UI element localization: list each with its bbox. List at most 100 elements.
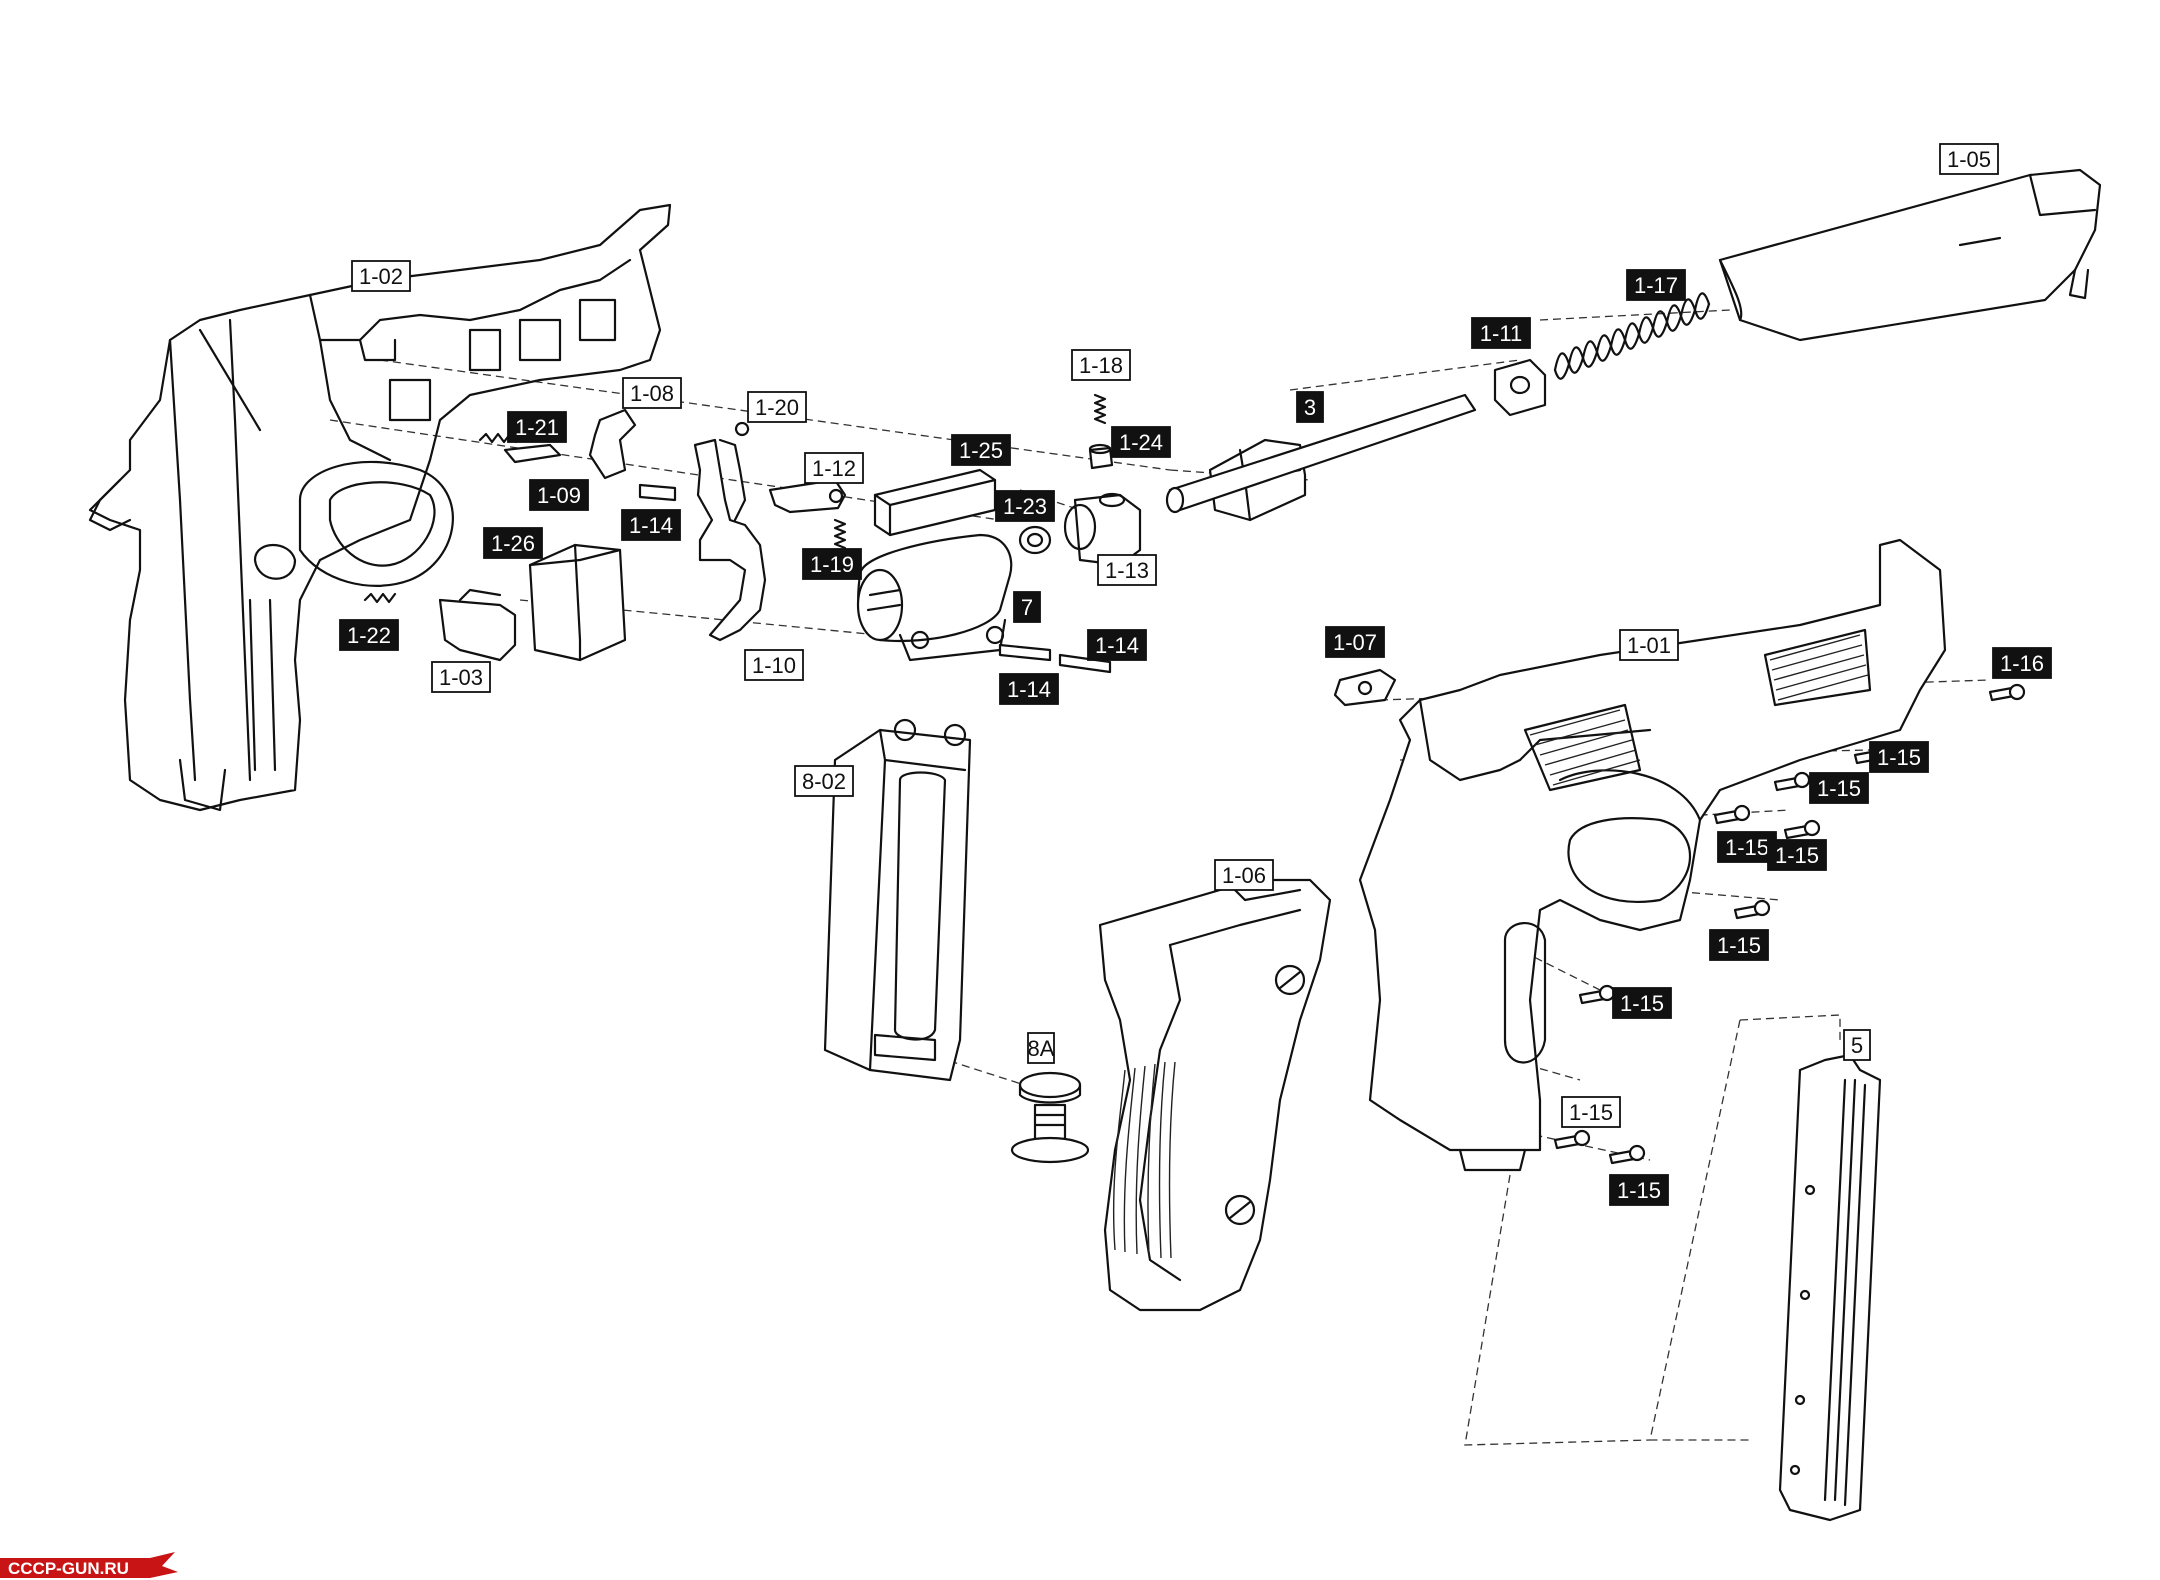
frame-left-half	[88, 203, 672, 812]
screw-1-15-g	[1553, 1129, 1591, 1150]
part-label-1-14: 1-14	[999, 673, 1059, 705]
part-label-box	[483, 527, 543, 559]
slide-serrations	[1523, 628, 1872, 792]
screw-1-16	[1988, 683, 2026, 702]
part-label-text: 1-06	[1222, 863, 1266, 888]
part-label-1-13: 1-13	[1097, 554, 1157, 586]
screw-1-15-d	[1783, 819, 1821, 840]
part-label-text: 1-14	[629, 513, 673, 538]
part-label-box	[339, 619, 399, 651]
part-label-box	[1471, 317, 1531, 349]
part-label-1-20: 1-20	[747, 391, 807, 423]
part-label-1-15: 1-15	[1869, 741, 1929, 773]
screw-1-15-e	[1733, 899, 1771, 920]
part-label-text: 1-17	[1634, 273, 1678, 298]
part-label-box	[1612, 987, 1672, 1019]
part-label-text: 1-15	[1725, 835, 1769, 860]
magazine-base-8A	[1010, 1071, 1090, 1164]
part-label-1-25: 1-25	[951, 434, 1011, 466]
barrel-and-slide	[1165, 168, 2102, 522]
part-label-text: 1-15	[1569, 1100, 1613, 1125]
part-label-1-05: 1-05	[1939, 143, 1999, 175]
part-label-text: 1-15	[1775, 843, 1819, 868]
part-label-box	[999, 673, 1059, 705]
part-label-1-23: 1-23	[995, 490, 1055, 522]
part-label-text: 7	[1021, 595, 1033, 620]
screw-1-15-c	[1713, 804, 1751, 825]
part-label-text: 1-24	[1119, 430, 1163, 455]
part-label-text: 1-02	[359, 264, 403, 289]
part-label-1-15: 1-15	[1709, 929, 1769, 961]
watermark-logo: CCCP-GUN.RU	[0, 1552, 178, 1578]
part-label-text: 1-15	[1817, 776, 1861, 801]
part-label-text: 1-10	[752, 653, 796, 678]
part-label-text: 1-20	[755, 395, 799, 420]
screw-1-15-b	[1773, 771, 1811, 792]
part-label-1-11: 1-11	[1471, 317, 1531, 349]
part-label-1-26: 1-26	[483, 527, 543, 559]
part-label-text: 1-13	[1105, 558, 1149, 583]
part-label-box	[747, 391, 807, 423]
part-label-1-12: 1-12	[804, 452, 864, 484]
part-label-box	[1709, 929, 1769, 961]
part-label-box	[744, 649, 804, 681]
part-label-text: 1-08	[630, 381, 674, 406]
part-label-box	[1296, 391, 1324, 423]
part-label-1-09: 1-09	[529, 479, 589, 511]
part-label-text: 5	[1851, 1033, 1863, 1058]
part-label-box	[1214, 859, 1274, 891]
part-label-text: 8A	[1028, 1036, 1055, 1061]
part-label-text: 3	[1304, 395, 1316, 420]
part-label-text: 1-23	[1003, 494, 1047, 519]
part-label-box	[995, 490, 1055, 522]
part-label-box	[1619, 629, 1679, 661]
part-label-1-18: 1-18	[1071, 349, 1131, 381]
part-label-box	[529, 479, 589, 511]
part-label-text: 1-26	[491, 531, 535, 556]
part-label-box	[1717, 831, 1777, 863]
part-label-box	[1087, 629, 1147, 661]
part-label-1-15: 1-15	[1767, 839, 1827, 871]
part-label-box	[1767, 839, 1827, 871]
part-label-box	[1869, 741, 1929, 773]
part-label-text: 1-11	[1480, 321, 1522, 346]
watermark-text: CCCP-GUN.RU	[8, 1559, 129, 1578]
part-label-1-15: 1-15	[1561, 1096, 1621, 1128]
part-label-1-14: 1-14	[1087, 629, 1147, 661]
part-label-8-02: 8-02	[794, 765, 854, 797]
part-label-1-15: 1-15	[1609, 1174, 1669, 1206]
part-label-1-06: 1-06	[1214, 859, 1274, 891]
part-label-1-21: 1-21	[507, 411, 567, 443]
part-label-box	[802, 548, 862, 580]
valve-assembly	[856, 393, 1142, 674]
part-label-box	[794, 765, 854, 797]
part-label-box	[1325, 626, 1385, 658]
part-label-1-15: 1-15	[1809, 772, 1869, 804]
part-label-7: 7	[1013, 591, 1041, 623]
part-label-1-24: 1-24	[1111, 426, 1171, 458]
part-label-text: 1-09	[537, 483, 581, 508]
part-label-8A: 8A	[1027, 1032, 1055, 1064]
part-label-text: 1-14	[1095, 633, 1139, 658]
part-label-box	[1013, 591, 1041, 623]
part-label-text: 1-15	[1620, 991, 1664, 1016]
part-label-box	[351, 260, 411, 292]
part-label-box	[1939, 143, 1999, 175]
part-label-box	[1609, 1174, 1669, 1206]
part-label-box	[1992, 647, 2052, 679]
part-label-text: 1-15	[1877, 745, 1921, 770]
grip-panel	[1098, 878, 1332, 1312]
part-label-box	[1626, 269, 1686, 301]
part-label-1-08: 1-08	[622, 377, 682, 409]
magazine-insert-guide	[1464, 1014, 1841, 1446]
part-label-text: 1-18	[1079, 353, 1123, 378]
part-label-1-03: 1-03	[431, 661, 491, 693]
part-label-text: 1-15	[1617, 1178, 1661, 1203]
part-label-1-15: 1-15	[1612, 987, 1672, 1019]
part-label-1-17: 1-17	[1626, 269, 1686, 301]
parts-small-internals	[363, 408, 847, 662]
part-label-text: 1-03	[439, 665, 483, 690]
part-label-1-01: 1-01	[1619, 629, 1679, 661]
part-label-text: 1-05	[1947, 147, 1991, 172]
grip-grooves	[1112, 1061, 1176, 1259]
